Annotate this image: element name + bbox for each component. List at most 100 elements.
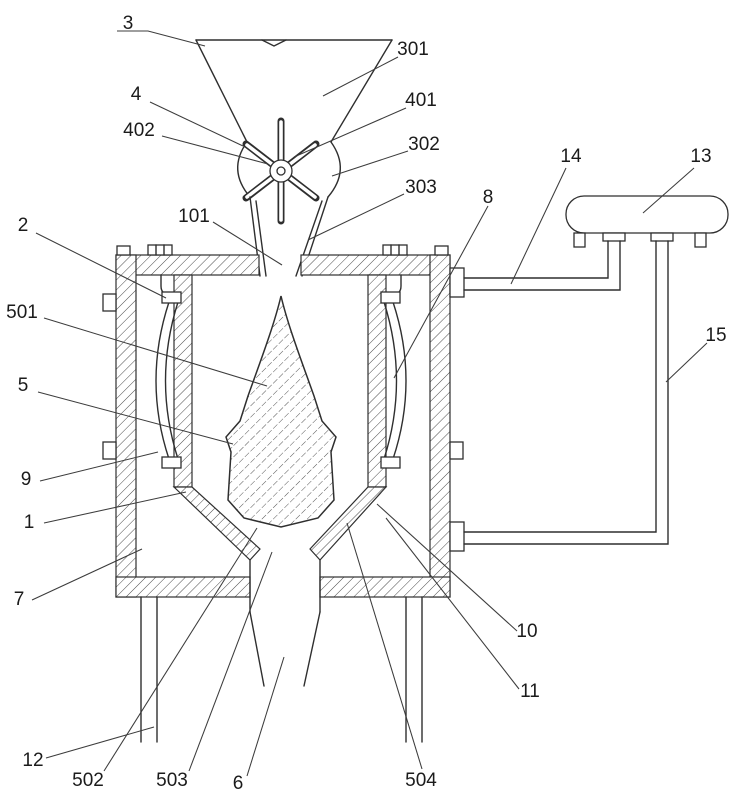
top-wall-left [115, 254, 260, 276]
ref-label-10: 10 [516, 621, 537, 642]
corner-bolt-left [116, 245, 131, 256]
leader-11 [385, 517, 520, 690]
rotary-valve [242, 117, 320, 225]
ref-label-502: 502 [72, 770, 104, 791]
leader-9 [39, 451, 159, 482]
leader-5 [37, 391, 234, 445]
right-band-bottom-pad [380, 456, 401, 469]
top-bolt-right [382, 244, 408, 256]
tank-foot-right [694, 232, 707, 248]
leader-504 [346, 522, 423, 770]
leader-501 [43, 317, 268, 387]
ref-label-14: 14 [560, 146, 582, 167]
left-band-outer [155, 301, 170, 460]
leader-10 [376, 503, 518, 632]
ref-label-12: 12 [22, 750, 43, 771]
left-leg [140, 596, 158, 743]
right-tab-lower [449, 441, 464, 460]
main-body-walls [115, 254, 451, 598]
left-tab-lower [102, 441, 117, 460]
ref-label-301: 301 [397, 39, 429, 60]
lower-pipe-flange [449, 521, 465, 552]
right-band-top-pad [380, 291, 401, 304]
ref-label-5: 5 [18, 375, 29, 396]
reference-labels: 3 301 4 401 402 302 303 101 14 13 2 8 50… [6, 13, 726, 794]
leader-3 [117, 30, 206, 47]
leader-401 [293, 107, 407, 158]
ref-label-3: 3 [123, 13, 134, 34]
bottom-wall-left [115, 576, 251, 598]
ref-label-101: 101 [178, 206, 210, 227]
side-tabs [102, 293, 464, 460]
ref-label-1: 1 [24, 512, 35, 533]
leader-2 [35, 232, 167, 299]
leader-101 [212, 221, 283, 266]
right-band-inner [383, 301, 398, 460]
upper-pipe [463, 240, 621, 291]
leader-1 [43, 491, 187, 524]
ref-label-504: 504 [405, 770, 437, 791]
ref-label-302: 302 [408, 134, 440, 155]
valve-shaft [276, 166, 286, 176]
ref-label-2: 2 [18, 215, 29, 236]
leader-4 [149, 101, 244, 147]
leader-301 [322, 56, 399, 97]
ref-label-303: 303 [405, 177, 437, 198]
leader-6 [246, 656, 285, 777]
inner-chamber-walls [172, 274, 388, 561]
leader-402 [161, 135, 269, 165]
leader-14 [510, 167, 567, 285]
ref-label-501: 501 [6, 302, 38, 323]
tank-stub-left [602, 232, 626, 242]
ref-label-402: 402 [123, 120, 155, 141]
upper-pipe-flange [449, 267, 465, 298]
leader-7 [31, 548, 143, 601]
discharge-spout [249, 559, 321, 687]
ref-label-7: 7 [14, 589, 25, 610]
left-wall [115, 254, 137, 598]
leader-13 [642, 167, 695, 214]
funnel-left-wall [172, 486, 261, 561]
top-bolts [116, 244, 449, 256]
leader-lines [31, 30, 708, 777]
leader-302 [331, 150, 409, 177]
tank-stub-right [650, 232, 674, 242]
ref-label-503: 503 [156, 770, 188, 791]
ref-label-15: 15 [705, 325, 726, 346]
piping [463, 240, 669, 545]
leader-8 [393, 205, 489, 379]
storage-tank [565, 195, 729, 248]
leader-12 [45, 726, 155, 759]
ref-label-401: 401 [405, 90, 437, 111]
left-band-bottom-pad [161, 456, 182, 469]
top-bolt-left [147, 244, 173, 256]
ref-label-13: 13 [690, 146, 711, 167]
leader-15 [665, 342, 708, 383]
lower-pipe [463, 240, 669, 545]
left-tab-upper [102, 293, 117, 312]
funnel-right-wall [309, 486, 388, 561]
inner-right-wall [367, 274, 387, 488]
corner-bolt-right [434, 245, 449, 256]
tank-body [565, 195, 729, 234]
leader-303 [307, 193, 405, 241]
leader-503 [188, 551, 273, 772]
ref-label-9: 9 [21, 469, 32, 490]
grinding-cone [225, 295, 337, 528]
right-band-outer [392, 301, 407, 460]
ref-label-6: 6 [233, 773, 244, 794]
spring-bands [155, 291, 407, 469]
hopper-notch [261, 39, 287, 47]
right-leg [405, 596, 423, 743]
bottom-wall-right [319, 576, 451, 598]
support-legs [140, 596, 423, 743]
pipe-flanges [449, 267, 465, 552]
leader-502 [103, 527, 258, 772]
left-band-top-pad [161, 291, 182, 304]
top-wall-right [300, 254, 451, 276]
ref-label-8: 8 [483, 187, 494, 208]
left-band-inner [164, 301, 179, 460]
feed-hopper [195, 39, 393, 143]
tank-foot-left [573, 232, 586, 248]
